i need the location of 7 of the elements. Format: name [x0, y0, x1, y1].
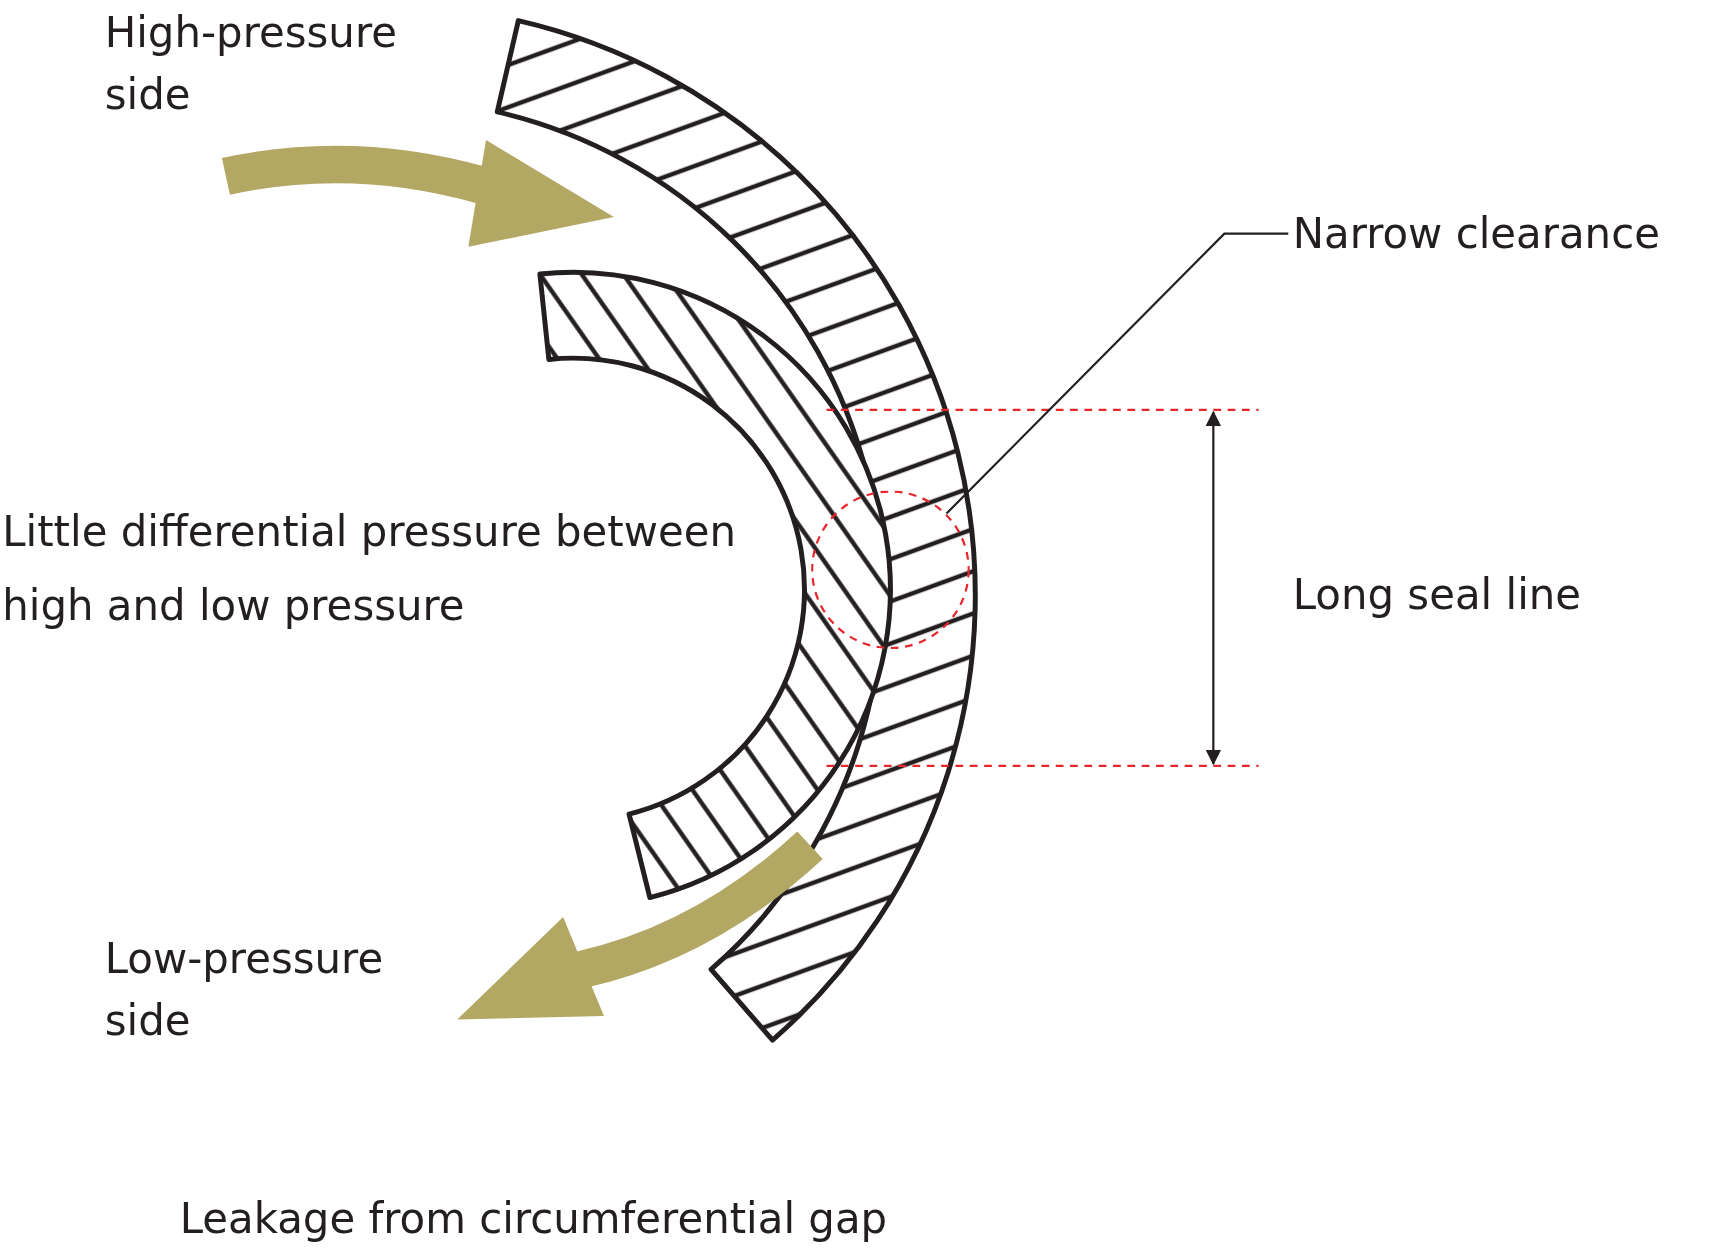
label-text: High-pressure side [104, 7, 398, 121]
label-text: Little differential pressure between high and low pressure [2, 505, 738, 633]
callout-text: Narrow clearance [1292, 208, 1660, 260]
label-text: Low-pressure side [104, 933, 385, 1047]
caption: Leakage from circumferential gap [179, 1193, 888, 1246]
label-text: Long seal line [1292, 569, 1583, 622]
leader-line [945, 232, 1289, 515]
